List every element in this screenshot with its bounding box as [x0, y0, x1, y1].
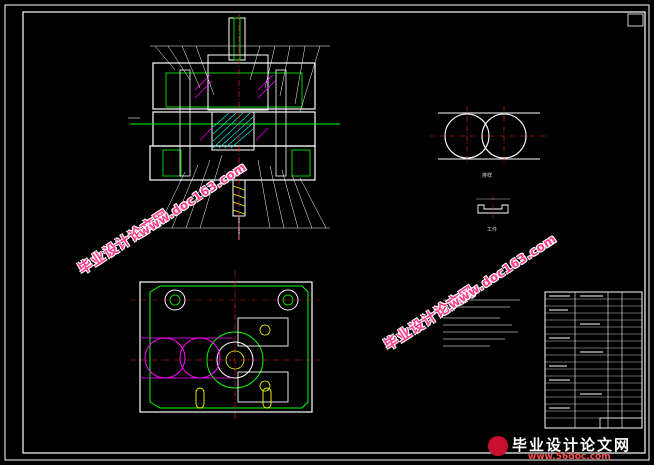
footer-brand: 毕业设计论文网 www.56doc.com: [482, 432, 650, 462]
sheet-inner-border: [22, 11, 646, 454]
blank-view-label: 排样: [482, 173, 493, 179]
footer-brand-url: www.56doc.com: [528, 452, 611, 462]
blank-layout-view: [430, 106, 548, 166]
sheet-corner-box: [627, 13, 644, 27]
part-view-label: 工件: [487, 227, 498, 233]
sheet-outer-border: [4, 4, 650, 461]
footer-brand-cn: 毕业设计论文网: [512, 436, 632, 454]
technical-notes-lines: [443, 299, 520, 347]
assembly-section-view: [128, 14, 340, 240]
plan-view: [130, 270, 320, 420]
site-logo-icon: [488, 436, 508, 456]
parts-list-table: [544, 291, 643, 429]
part-view: [476, 196, 510, 220]
